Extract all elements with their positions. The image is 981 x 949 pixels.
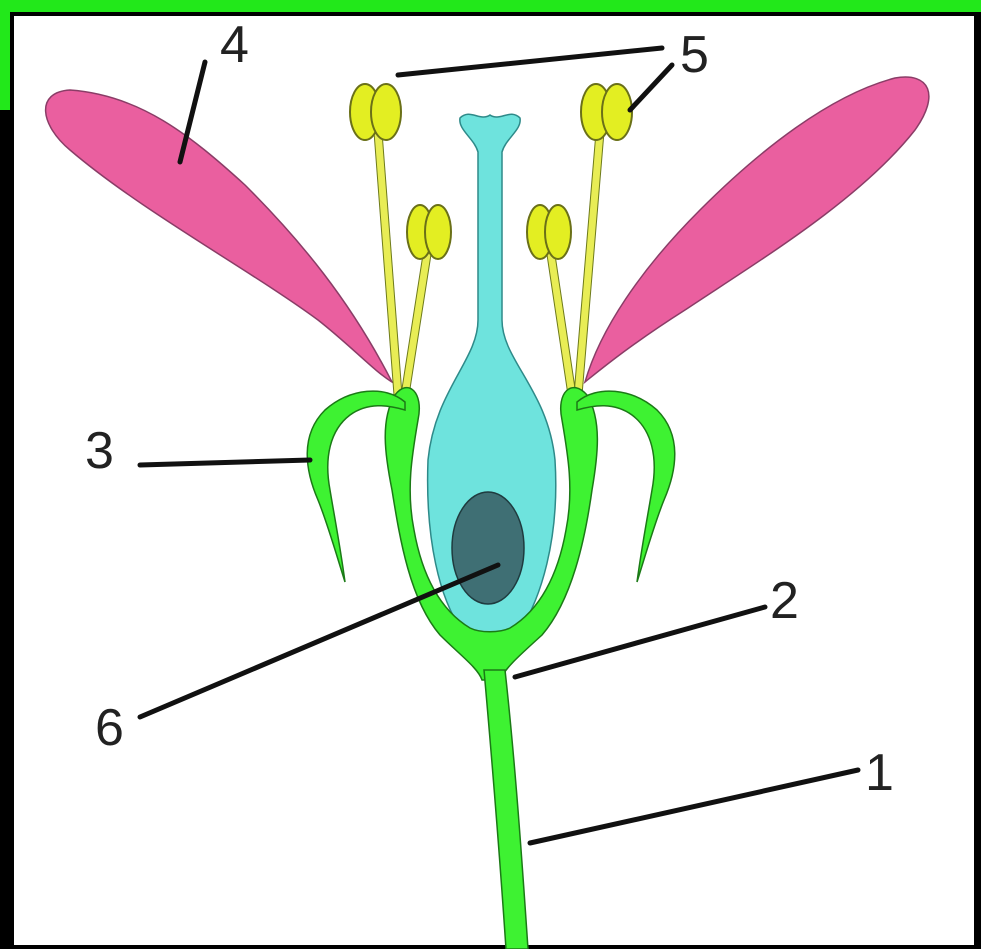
leader-line-1 xyxy=(530,770,858,843)
ovule xyxy=(452,492,524,604)
petal-left xyxy=(46,90,392,382)
leader-line-5a xyxy=(398,48,662,75)
label-4: 4 xyxy=(220,16,249,74)
leader-line-5b xyxy=(630,65,672,110)
petal-right xyxy=(585,77,929,382)
leader-line-3 xyxy=(140,460,310,465)
label-6: 6 xyxy=(95,699,124,757)
label-3: 3 xyxy=(85,422,114,480)
stem xyxy=(484,670,528,949)
anther-top-right xyxy=(581,84,632,140)
leader-line-6 xyxy=(140,565,498,717)
anther-mid-right xyxy=(527,205,571,259)
label-2: 2 xyxy=(770,572,799,630)
anther-top-left xyxy=(350,84,401,140)
anther-mid-left xyxy=(407,205,451,259)
label-5: 5 xyxy=(680,26,709,84)
label-1: 1 xyxy=(865,744,894,802)
